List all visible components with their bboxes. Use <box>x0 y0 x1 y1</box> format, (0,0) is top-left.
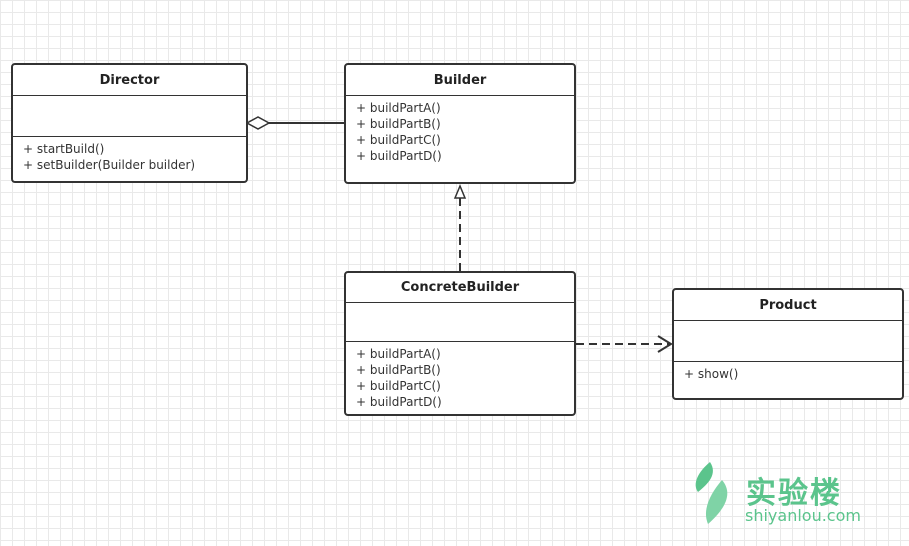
director-operations: + startBuild() + setBuilder(Builder buil… <box>13 137 246 177</box>
concrete-builder-operation: + buildPartC() <box>356 379 441 393</box>
concrete-builder-operation: + buildPartA() <box>356 347 441 361</box>
product-class-name: Product <box>674 290 902 321</box>
concrete-builder-operations: + buildPartA() + buildPartB() + buildPar… <box>346 342 574 414</box>
director-operation: + startBuild() <box>23 142 105 156</box>
watermark-title: 实验楼 <box>746 476 842 511</box>
watermark-subtitle: shiyanlou.com <box>745 506 861 525</box>
builder-operation: + buildPartD() <box>356 149 442 163</box>
concrete-builder-operation: + buildPartB() <box>356 363 441 377</box>
builder-operation: + buildPartA() <box>356 101 441 115</box>
director-class-name: Director <box>13 65 246 96</box>
product-class[interactable]: Product + show() <box>672 288 904 400</box>
aggregation-diamond <box>245 116 271 130</box>
builder-class[interactable]: Builder + buildPartA() + buildPartB() + … <box>344 63 576 184</box>
leaf-logo-icon <box>695 462 728 524</box>
builder-operation: + buildPartC() <box>356 133 441 147</box>
director-operation: + setBuilder(Builder builder) <box>23 158 196 172</box>
product-attributes <box>674 321 902 362</box>
concrete-builder-operation: + buildPartD() <box>356 395 442 409</box>
realization-arrowhead <box>453 184 467 199</box>
dependency-arrowhead <box>657 335 673 353</box>
builder-operations: + buildPartA() + buildPartB() + buildPar… <box>346 96 574 168</box>
builder-class-name: Builder <box>346 65 574 96</box>
concrete-builder-attributes <box>346 303 574 342</box>
product-operations: + show() <box>674 362 902 386</box>
director-class[interactable]: Director + startBuild() + setBuilder(Bui… <box>11 63 248 183</box>
concrete-builder-class[interactable]: ConcreteBuilder + buildPartA() + buildPa… <box>344 271 576 416</box>
shiyanlou-watermark: 实验楼 shiyanlou.com <box>688 458 868 528</box>
builder-operation: + buildPartB() <box>356 117 441 131</box>
product-operation: + show() <box>684 367 739 381</box>
concrete-builder-class-name: ConcreteBuilder <box>346 273 574 303</box>
director-attributes <box>13 96 246 137</box>
